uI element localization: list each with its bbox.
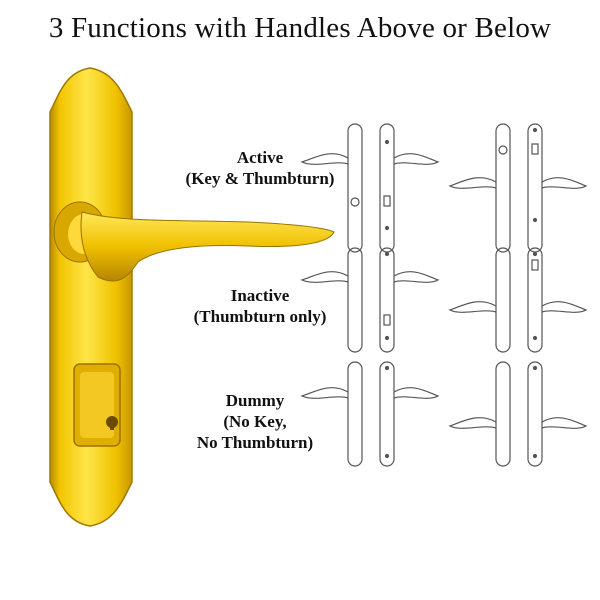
diagram-row-dummy: [300, 361, 588, 467]
diagram-row-inactive: [300, 247, 588, 353]
function-diagrams: [300, 123, 588, 467]
page-title: 3 Functions with Handles Above or Below: [48, 12, 552, 44]
label-dummy: Dummy (No Key, No Thumbturn): [196, 391, 314, 452]
gold-handle-image: [49, 67, 335, 527]
label-active: Active (Key & Thumbturn): [185, 148, 335, 188]
diagram-row-active: [300, 123, 588, 253]
label-inactive: Inactive (Thumbturn only): [193, 286, 327, 326]
